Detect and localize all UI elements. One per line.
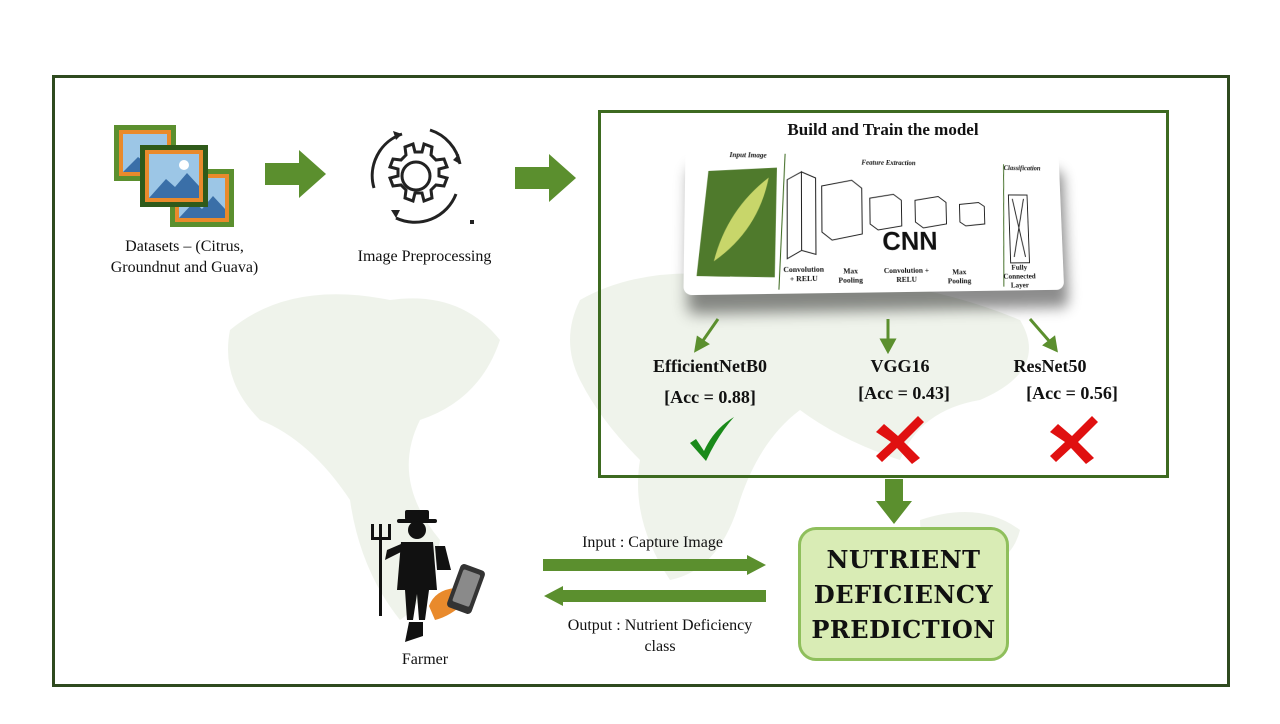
model-acc-resnet50: [Acc = 0.56] xyxy=(992,383,1152,404)
flow-arrow-2 xyxy=(515,154,577,202)
model-branch-arrows xyxy=(690,316,1110,356)
image-stack-icon xyxy=(112,123,240,231)
model-name-resnet50: ResNet50 xyxy=(970,356,1130,377)
model-box-title: Build and Train the model xyxy=(598,120,1168,140)
cnn-conv2-label: Convolution + RELU xyxy=(875,266,939,285)
cnn-pool2-label: Max Pooling xyxy=(940,267,979,285)
farmer-icon xyxy=(365,510,490,645)
nutrient-deficiency-prediction-box: NUTRIENT DEFICIENCY PREDICTION xyxy=(798,527,1009,661)
datasets-label: Datasets – (Citrus, Groundnut and Guava) xyxy=(92,236,277,278)
cross-icon xyxy=(874,414,926,464)
preprocessing-label: Image Preprocessing xyxy=(332,246,517,267)
cross-icon xyxy=(1048,414,1100,464)
pitchfork-icon xyxy=(379,530,382,616)
cnn-pool1-label: Max Pooling xyxy=(830,266,871,285)
prediction-line1: NUTRIENT xyxy=(827,542,981,577)
input-label: Input : Capture Image xyxy=(545,532,760,553)
cnn-label: CNN xyxy=(882,226,938,257)
prediction-line2: DEFICIENCY xyxy=(814,577,993,612)
datasets-label-line1: Datasets – (Citrus, xyxy=(92,236,277,257)
down-arrow xyxy=(876,479,912,524)
output-label-line1: Output : Nutrient Deficiency xyxy=(535,615,785,636)
cnn-pool1-line2: Pooling xyxy=(830,275,871,285)
model-acc-efficientnetb0: [Acc = 0.88] xyxy=(630,387,790,408)
output-arrow xyxy=(543,586,767,606)
cnn-fc-line3: Layer xyxy=(996,280,1044,289)
model-acc-vgg16: [Acc = 0.43] xyxy=(824,383,984,404)
model-name-efficientnetb0: EfficientNetB0 xyxy=(630,356,790,377)
cnn-fc-label: Fully Connected Layer xyxy=(996,263,1044,290)
cnn-pool1-line1: Max xyxy=(830,266,870,276)
model-name-vgg16: VGG16 xyxy=(820,356,980,377)
gear-cycle-icon xyxy=(352,118,480,234)
input-arrow xyxy=(543,555,767,575)
cnn-conv1-line2: + RELU xyxy=(773,274,835,284)
cnn-pool2-line2: Pooling xyxy=(940,276,979,285)
prediction-line3: PREDICTION xyxy=(811,612,995,647)
farmer-label: Farmer xyxy=(375,649,475,670)
output-label: Output : Nutrient Deficiency class xyxy=(535,615,785,657)
output-label-line2: class xyxy=(535,636,785,657)
cnn-architecture-image: Input Image Feature Extraction Classific… xyxy=(683,148,1064,295)
cnn-conv2-line2: RELU xyxy=(875,275,938,285)
cnn-pool2-line1: Max xyxy=(940,267,979,276)
flow-arrow-1 xyxy=(265,150,327,198)
check-icon xyxy=(688,415,736,463)
datasets-label-line2: Groundnut and Guava) xyxy=(92,257,277,278)
cnn-conv2-line1: Convolution + xyxy=(875,266,938,276)
cnn-conv1-label: Convolution + RELU xyxy=(773,264,835,283)
